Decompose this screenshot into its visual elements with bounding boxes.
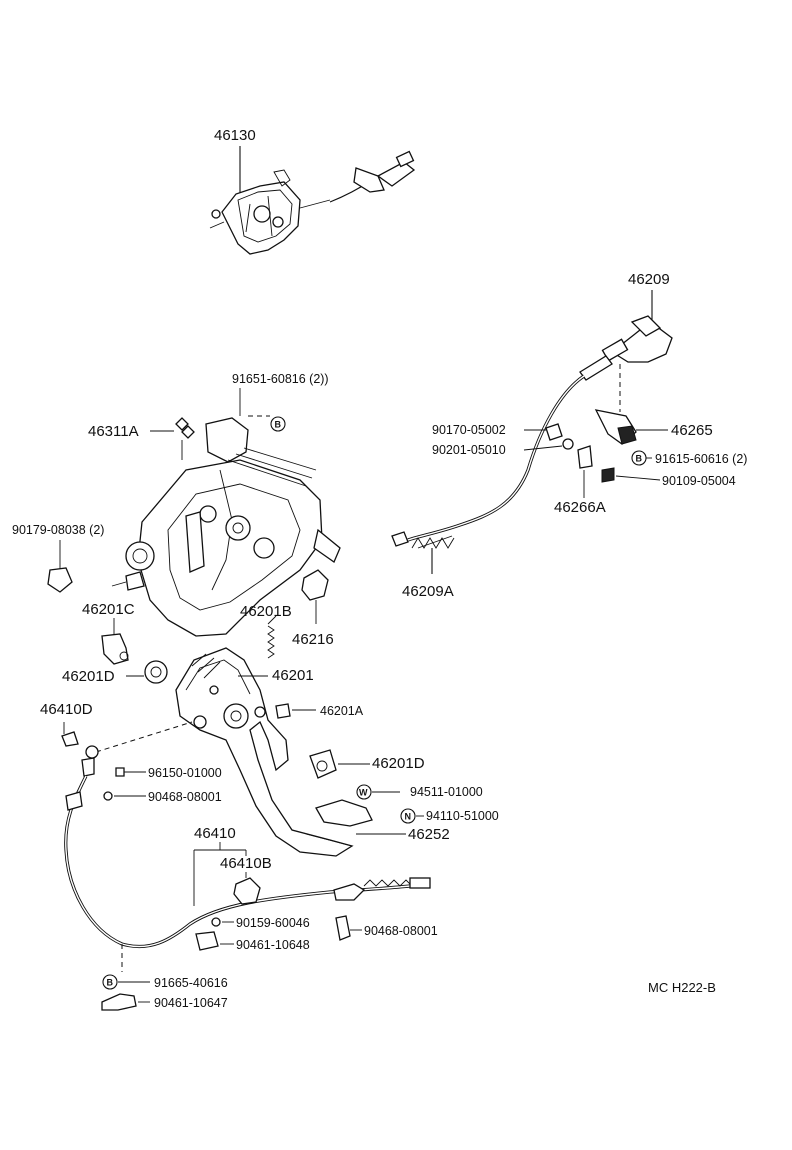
cable-46410: B xyxy=(61,721,431,1011)
label-46252: 46252 xyxy=(408,826,450,843)
bolt-badge-icon: B xyxy=(107,978,114,988)
nut-90179 xyxy=(47,567,73,593)
label-90461-10647: 90461-10647 xyxy=(154,996,228,1010)
label-90461-10648: 90461-10648 xyxy=(236,938,310,952)
label-91665-40616: 91665-40616 xyxy=(154,976,228,990)
spring-46201B xyxy=(267,615,277,659)
label-90179-08038: 90179-08038 (2) xyxy=(12,523,104,537)
label-46201: 46201 xyxy=(272,667,314,684)
label-91615-60616: 91615-60616 (2) xyxy=(655,452,747,466)
label-46209A: 46209A xyxy=(402,583,454,600)
label-46209: 46209 xyxy=(628,271,670,288)
label-90468-08001-upper: 90468-08001 xyxy=(148,790,222,804)
label-46410B: 46410B xyxy=(220,855,272,872)
label-94110-51000: 94110-51000 xyxy=(426,809,499,823)
label-46311A: 46311A xyxy=(88,423,139,440)
clip-46201A xyxy=(275,703,316,719)
pedal-46201 xyxy=(175,647,373,857)
label-46266A: 46266A xyxy=(554,499,606,516)
drawing-code: MC H222-B xyxy=(648,980,716,995)
label-46201C: 46201C xyxy=(82,601,135,618)
washer-badge-icon: W xyxy=(359,788,368,798)
label-46201A: 46201A xyxy=(320,704,364,718)
label-90170-05002: 90170-05002 xyxy=(432,423,506,437)
bushing-46201C xyxy=(101,618,129,665)
stopper-46216 xyxy=(301,569,329,624)
pedal-assembly-46130 xyxy=(209,146,416,255)
label-91651-60816: 91651-60816 (2)) xyxy=(232,372,329,386)
label-46410: 46410 xyxy=(194,825,236,842)
nut-badge-icon: N xyxy=(405,812,412,822)
label-90159-60046: 90159-60046 xyxy=(236,916,310,930)
bolt-badge-icon: B xyxy=(275,420,282,430)
label-46410D: 46410D xyxy=(40,701,93,718)
label-96150-01000: 96150-01000 xyxy=(148,766,222,780)
label-46201D-right: 46201D xyxy=(372,755,425,772)
bushing-46201D-left xyxy=(126,660,168,684)
label-46265: 46265 xyxy=(671,422,713,439)
label-90468-08001-lower: 90468-08001 xyxy=(364,924,438,938)
label-90201-05010: 90201-05010 xyxy=(432,443,506,457)
label-90109-05004: 90109-05004 xyxy=(662,474,736,488)
label-46216: 46216 xyxy=(292,631,334,648)
label-46201D-left: 46201D xyxy=(62,668,115,685)
pedal-bracket: B xyxy=(111,388,341,637)
bolt-badge-icon: B xyxy=(636,454,643,464)
label-94511-01000: 94511-01000 xyxy=(410,785,483,799)
label-46201B: 46201B xyxy=(240,603,292,620)
bushing-46201D-right xyxy=(309,749,370,779)
label-46130: 46130 xyxy=(214,127,256,144)
cable-46209: B xyxy=(391,290,673,574)
